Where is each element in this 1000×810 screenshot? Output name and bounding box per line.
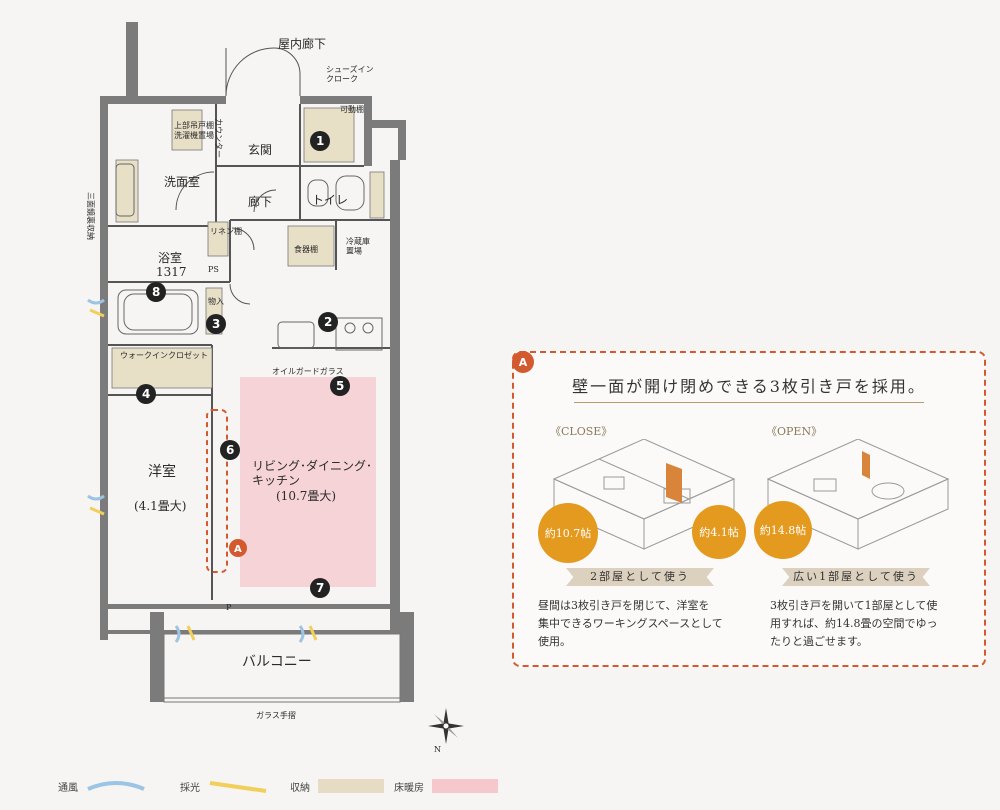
legend-floor-heating: 床暖房 bbox=[394, 774, 498, 798]
legend-light-label: 採光 bbox=[180, 782, 200, 794]
fridge-label: 冷蔵庫置場 bbox=[346, 236, 370, 256]
oil-guard-label: オイルガードガラス bbox=[272, 366, 344, 376]
linen-label: リネン棚 bbox=[210, 226, 242, 236]
open-label: 《OPEN》 bbox=[766, 425, 823, 438]
legend-light-swatch bbox=[209, 781, 267, 793]
hallway-label: 廊下 bbox=[248, 194, 272, 209]
close-small-area: 約4.1帖 bbox=[692, 505, 746, 559]
shoes-in-label: シューズインクローク bbox=[326, 64, 374, 84]
storage-fills bbox=[111, 107, 385, 389]
legend-storage-swatch bbox=[318, 779, 384, 793]
numbered-markers: 1 2 3 4 5 6 7 8 bbox=[136, 131, 350, 598]
corridor-label: 屋内廊下 bbox=[278, 36, 326, 51]
fixtures bbox=[115, 163, 383, 351]
marker-2: 2 bbox=[324, 315, 332, 329]
panel-title-rule bbox=[574, 402, 924, 403]
sliding-door-highlight bbox=[206, 409, 228, 573]
marker-3: 3 bbox=[212, 317, 220, 331]
a-marker-label: A bbox=[234, 544, 242, 555]
close-label: 《CLOSE》 bbox=[550, 425, 613, 438]
entrance-label: 玄関 bbox=[248, 142, 272, 157]
bath-label: 浴室 bbox=[158, 250, 182, 265]
north-label: N bbox=[434, 745, 441, 754]
legend-ventilation-label: 通風 bbox=[58, 782, 78, 794]
western-room-label: 洋室 bbox=[148, 463, 176, 480]
marker-1: 1 bbox=[316, 134, 324, 148]
marker-5: 5 bbox=[336, 379, 344, 393]
legend-ventilation: 通風 bbox=[58, 774, 146, 798]
ps-label: PS bbox=[208, 265, 219, 274]
floor-heating-area bbox=[240, 377, 376, 587]
storage-label: 物入 bbox=[208, 296, 224, 306]
legend-storage: 収納 bbox=[290, 774, 384, 798]
ventilation-marks bbox=[87, 298, 318, 643]
a-marker-circle bbox=[229, 539, 247, 557]
balcony bbox=[163, 633, 401, 703]
p-label: P bbox=[226, 603, 232, 612]
close-big-area: 約10.7帖 bbox=[538, 503, 598, 563]
open-big-area: 約14.8帖 bbox=[754, 501, 812, 559]
panel-title: 壁一面が開け閉めできる3枚引き戸を採用。 bbox=[572, 377, 926, 396]
open-illustration bbox=[766, 439, 950, 550]
balcony-label: バルコニー bbox=[242, 654, 312, 670]
panel-badge: A bbox=[512, 351, 534, 373]
close-ribbon: 2部屋として使う bbox=[566, 568, 714, 586]
close-illustration bbox=[552, 439, 736, 550]
marker-4: 4 bbox=[142, 387, 150, 401]
legend-ventilation-swatch bbox=[87, 781, 145, 791]
counter-label: カウンター bbox=[214, 118, 223, 158]
marker-7: 7 bbox=[316, 581, 324, 595]
north-compass-icon bbox=[428, 708, 464, 744]
dish-shelf-label: 食器棚 bbox=[294, 244, 318, 254]
sliding-door-panel: A 壁一面が開け閉めできる3枚引き戸を採用。 《CLOSE》 《OPEN》 約1… bbox=[512, 351, 986, 667]
western-room-size: (4.1畳大) bbox=[134, 499, 186, 513]
legend-storage-label: 収納 bbox=[290, 782, 310, 794]
washroom-label: 洗面室 bbox=[164, 174, 200, 189]
marker-8: 8 bbox=[152, 285, 160, 299]
mirror-storage-label: 三面鏡裏収納 bbox=[86, 192, 96, 240]
ldk-size: (10.7畳大) bbox=[276, 489, 336, 503]
ldk-label: リビング･ダイニング･キッチン bbox=[252, 458, 372, 487]
upper-cabinet-label: 上部吊戸棚 bbox=[174, 120, 214, 130]
walls bbox=[100, 22, 414, 702]
open-ribbon: 広い1部屋として使う bbox=[782, 568, 930, 586]
glass-rail-label: ガラス手摺 bbox=[256, 710, 296, 720]
marker-6: 6 bbox=[226, 443, 234, 457]
movable-shelf-label: 可動棚 bbox=[340, 104, 364, 114]
wic-label: ウォークインクロゼット bbox=[120, 350, 208, 360]
open-description: 3枚引き戸を開いて1部屋として使 用すれば、約14.8畳の空間でゆっ たりと過ご… bbox=[770, 599, 938, 648]
floor-plan: 屋内廊下 シューズインクローク カウンター 可動棚 上部吊戸棚 洗濯機置場 玄関… bbox=[86, 22, 464, 754]
toilet-label: トイレ bbox=[312, 193, 348, 207]
legend-floor-heating-swatch bbox=[432, 779, 498, 793]
legend-light: 採光 bbox=[180, 774, 268, 798]
laundry-label: 洗濯機置場 bbox=[174, 130, 214, 140]
bath-size: 1317 bbox=[156, 265, 187, 279]
close-description: 昼間は3枚引き戸を閉じて、洋室を 集中できるワーキングスペースとして 使用。 bbox=[538, 599, 723, 648]
legend-floor-heating-label: 床暖房 bbox=[394, 782, 424, 794]
entrance-door bbox=[175, 47, 301, 305]
